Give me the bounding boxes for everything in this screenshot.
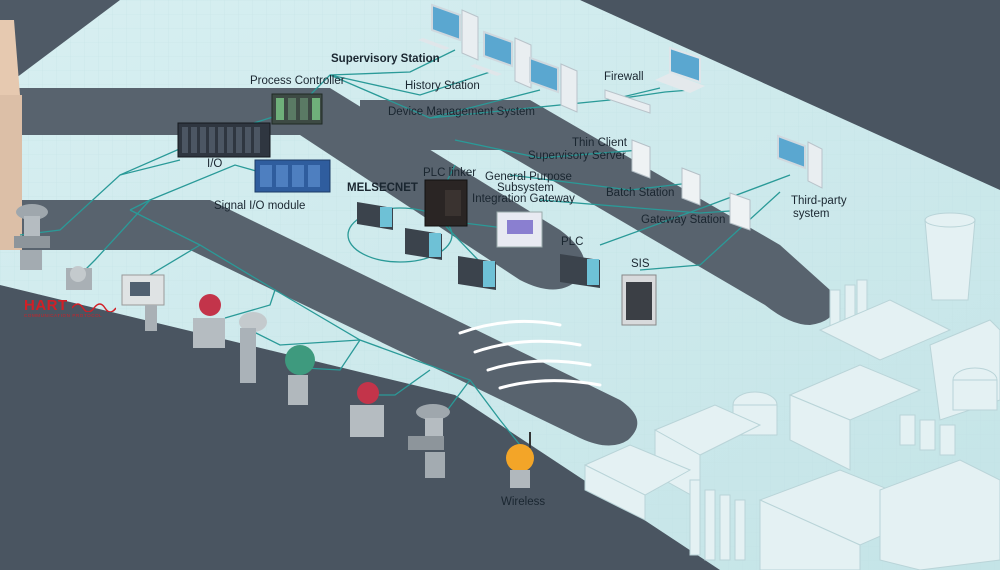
label-integration-gateway: Integration Gateway	[472, 193, 575, 205]
melsecnet-plcs	[357, 202, 600, 290]
gateway-unit	[496, 211, 543, 248]
hart-logo-word: HART	[24, 297, 68, 314]
servers	[631, 139, 751, 231]
field-devices	[14, 204, 534, 488]
hart-wave-icon	[71, 303, 117, 313]
label-plc-linker: PLC linker	[423, 167, 477, 179]
device-management-pc	[529, 56, 578, 113]
label-thin-client: Thin Client	[572, 137, 627, 149]
label-signal-io-module: Signal I/O module	[214, 200, 306, 212]
bus-tracks	[0, 20, 835, 446]
process-controller-unit	[271, 93, 323, 125]
hart-logo-subtitle: COMMUNICATION PROTOCOL	[24, 313, 103, 318]
label-sis: SIS	[631, 258, 650, 270]
label-gateway-station: Gateway Station	[641, 214, 726, 226]
label-supervisory-station: Supervisory Station	[331, 53, 440, 65]
firewall-laptop	[604, 46, 705, 114]
sis-unit	[621, 274, 657, 326]
signal-io-module-unit	[254, 159, 331, 193]
io-rack	[177, 122, 271, 158]
plc-linker-unit	[424, 179, 468, 227]
label-wireless: Wireless	[501, 496, 546, 508]
label-supervisory-server: Supervisory Server	[528, 150, 626, 162]
supervisory-station-pc	[418, 3, 479, 61]
network-cables	[19, 49, 791, 446]
label-process-controller: Process Controller	[250, 75, 345, 87]
label-plc: PLC	[561, 236, 584, 248]
label-melsecnet: MELSECNET	[347, 182, 418, 194]
history-station-pc	[470, 30, 532, 89]
industrial-plant	[583, 212, 1000, 570]
label-firewall: Firewall	[604, 71, 644, 83]
label-io: I/O	[207, 158, 223, 170]
label-general-purpose: General Purpose	[485, 171, 572, 183]
label-third-party: Third-party	[791, 195, 847, 207]
third-party-pc	[777, 134, 823, 189]
wireless-signal	[458, 319, 602, 390]
label-batch-station: Batch Station	[606, 187, 675, 199]
label-history-station: History Station	[405, 80, 480, 92]
label-system: system	[793, 208, 830, 220]
hart-logo: HART COMMUNICATION PROTOCOL	[24, 297, 117, 318]
label-subsystem: Subsystem	[497, 182, 554, 194]
label-device-management-system: Device Management System	[388, 106, 536, 118]
